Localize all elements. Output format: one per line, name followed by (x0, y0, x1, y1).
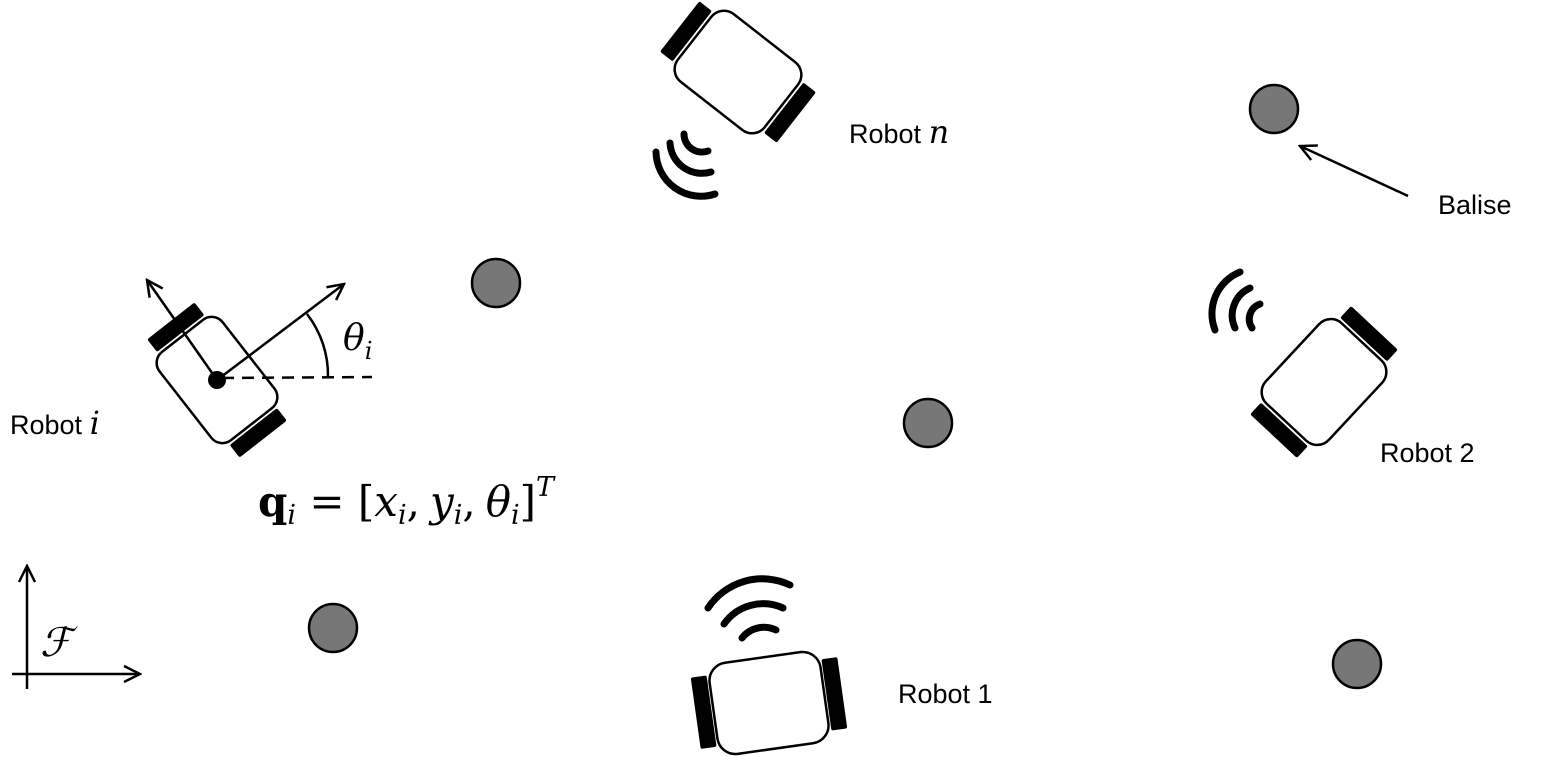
robot-2-label: Robot 2 (1380, 438, 1475, 468)
robot-2-wheel-right (1340, 306, 1398, 361)
beacon-lower-right (1331, 638, 1383, 690)
robot-1-label: Robot 1 (898, 679, 993, 709)
robot-n-wheel-left (660, 2, 712, 61)
robot-n-label: Robot n (849, 113, 949, 151)
robot-i-angle-arc (306, 313, 330, 378)
robot-i-heading-axis (216, 284, 344, 381)
balise-pointer-arrow (1300, 146, 1409, 198)
state-vector-formula: qi = [xi,yi,θi]T (258, 472, 556, 531)
robot-n-signal-icon (652, 130, 719, 200)
robot-n-wheel-right (764, 83, 816, 142)
robot-1-body (708, 650, 830, 756)
robot-1-wheel-left (690, 675, 717, 749)
robot-i-wheel-top (147, 303, 204, 352)
robot-2-body (1260, 317, 1388, 447)
robot-1 (690, 650, 848, 756)
robot-i-wheel-bottom (230, 408, 287, 457)
frame-label: ℱ (40, 620, 78, 666)
robot-2-signal-icon (1208, 268, 1264, 334)
robot-i-lateral-axis (147, 280, 219, 381)
beacon-upper-left (470, 257, 522, 309)
beacon-top-right (1248, 83, 1300, 135)
robot-2 (1250, 306, 1398, 458)
robot-i-center-point (208, 371, 226, 389)
robot-1-signal-icon (704, 575, 794, 642)
balise-label: Balise (1438, 190, 1512, 220)
robot-i (139, 280, 373, 457)
robot-n (660, 2, 816, 142)
theta-label: θi (343, 318, 372, 365)
robot-i-label: Robot i (10, 404, 100, 442)
robot-1-wheel-right (821, 657, 848, 731)
robot-i-reference-line (221, 375, 373, 380)
beacon-center (902, 397, 954, 449)
reference-frame (12, 566, 140, 689)
robot-2-wheel-left (1250, 403, 1308, 458)
beacon-lower-left (307, 602, 359, 654)
robot-n-body (673, 9, 803, 135)
